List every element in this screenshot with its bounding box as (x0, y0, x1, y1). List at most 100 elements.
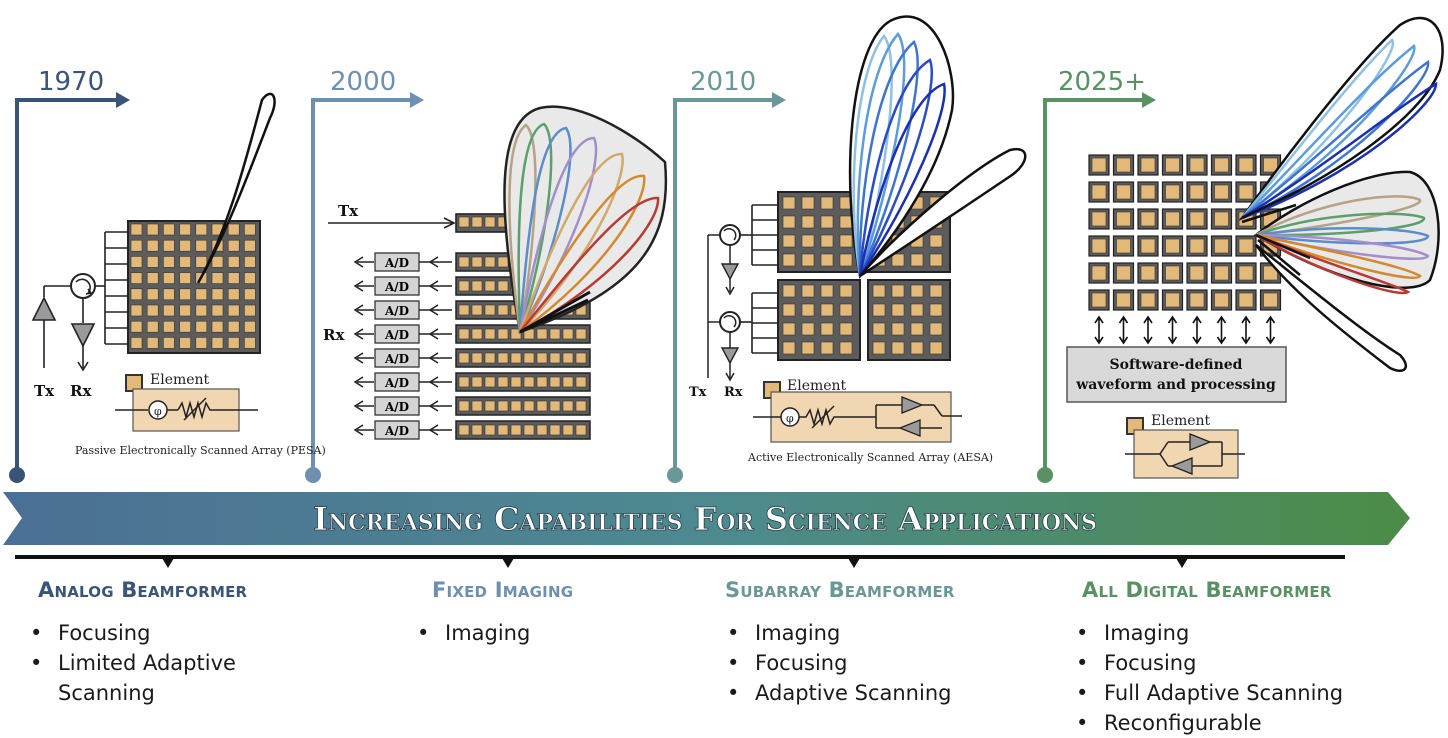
array-element (179, 337, 191, 349)
software-box (1066, 346, 1287, 403)
bullet-item: Imaging (725, 618, 951, 648)
array-element (510, 376, 522, 388)
array-element (929, 234, 943, 248)
aesa-caption: Active Electronically Scanned Array (AES… (747, 451, 993, 464)
array-element (211, 320, 224, 333)
array-element (163, 288, 175, 301)
array-element (801, 303, 815, 317)
array-element (1214, 184, 1229, 200)
array-element (497, 280, 509, 292)
array-element (146, 256, 159, 268)
adc-label: A/D (384, 376, 409, 390)
circulator-icon (719, 224, 741, 246)
array-element (562, 424, 574, 436)
array-element (471, 304, 483, 316)
phase-shifter-icon: φ (154, 405, 162, 418)
era-title-subarray: Subarray Beamformer (725, 578, 955, 602)
array-element (195, 288, 208, 301)
array-element (839, 215, 853, 229)
array-element (227, 223, 240, 236)
double-arrow-icon (1241, 315, 1251, 345)
array-element (1263, 157, 1278, 173)
array-element (211, 337, 224, 349)
array-element (471, 376, 483, 388)
bullet-item: Reconfigurable (1074, 708, 1343, 738)
array-element (227, 272, 240, 284)
rx-label: Rx (70, 382, 92, 400)
array-element (458, 216, 470, 228)
array-element (929, 341, 943, 355)
year-label: 2000 (330, 67, 396, 97)
array-element (575, 424, 587, 436)
array-element (195, 320, 208, 333)
array-element (497, 376, 509, 388)
array-element (1116, 265, 1131, 281)
array-element (1140, 292, 1156, 308)
array-element (801, 284, 815, 298)
array-element (782, 253, 796, 267)
array-element (179, 223, 191, 236)
array-element (497, 400, 509, 412)
array-element (1189, 157, 1205, 173)
array-element (471, 328, 483, 340)
adc-label: A/D (384, 400, 409, 414)
array-element (146, 272, 159, 284)
array-element (575, 352, 587, 364)
bullet-item: Imaging (1074, 618, 1343, 648)
tx-label: Tx (689, 385, 707, 400)
array-element (1214, 292, 1229, 308)
era-title-analog: Analog Beamformer (38, 578, 248, 602)
array-element (244, 239, 256, 252)
array-element (484, 424, 496, 436)
array-element (484, 304, 496, 316)
array-element (929, 284, 943, 298)
array-element (839, 322, 853, 336)
array-element (801, 253, 815, 267)
array-element (801, 196, 815, 210)
array-element (910, 322, 924, 336)
array-element (1214, 265, 1229, 281)
array-element (1214, 211, 1229, 227)
array-element (1140, 238, 1156, 254)
array-element (146, 288, 159, 301)
array-element (523, 400, 535, 412)
array-element (244, 256, 256, 268)
year-marker-2000: 2000 (305, 67, 424, 483)
array-element (801, 322, 815, 336)
array-element (575, 400, 587, 412)
bullet-item-continued: Scanning (58, 681, 155, 705)
array-element (1140, 184, 1156, 200)
array-element (1091, 184, 1107, 200)
array-element (929, 322, 943, 336)
array-element (510, 400, 522, 412)
element-label: Element (1151, 413, 1211, 429)
array-element (891, 341, 905, 355)
rx-label: Rx (724, 385, 743, 400)
array-element (1165, 265, 1180, 281)
array-element (1238, 184, 1254, 200)
array-element (510, 352, 522, 364)
array-element (523, 424, 535, 436)
software-line2: waveform and processing (1075, 377, 1276, 393)
array-element (1165, 211, 1180, 227)
adc-label: A/D (384, 304, 409, 318)
rx-amplifier-icon (720, 347, 740, 365)
phase-shifter-icon: φ (786, 412, 794, 425)
array-element (1165, 292, 1180, 308)
array-element (820, 234, 834, 248)
array-element (536, 376, 548, 388)
digital-beams (1238, 16, 1444, 372)
array-element (1116, 184, 1131, 200)
array-element (458, 328, 470, 340)
bullet-item: Limited Adaptive (28, 648, 236, 678)
array-element (1189, 292, 1205, 308)
array-element (163, 223, 175, 236)
array-element (163, 256, 175, 268)
array-element (179, 320, 191, 333)
era-title-fixed: Fixed Imaging (432, 578, 574, 602)
adc-label: A/D (384, 256, 409, 270)
array-element (1238, 265, 1254, 281)
array-element (130, 337, 143, 349)
double-arrow-icon (1143, 315, 1153, 345)
